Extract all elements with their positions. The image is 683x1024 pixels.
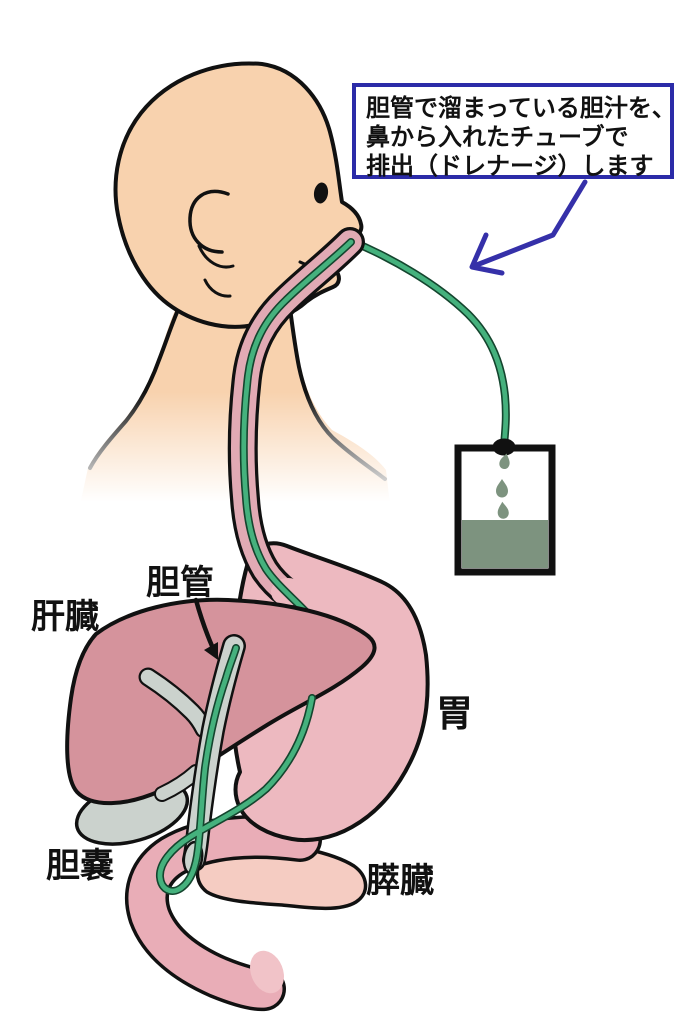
drainage-tube-lower bbox=[157, 645, 315, 894]
bile-duct-arrow-shaft bbox=[193, 597, 215, 649]
jaw-curl bbox=[203, 278, 232, 298]
torso-outline-left bbox=[88, 285, 193, 470]
eye bbox=[313, 182, 329, 204]
hepatic-duct-branch-fill bbox=[140, 669, 212, 737]
callout-line-3: 排出（ドレナージ）します bbox=[366, 153, 654, 180]
bile-droplet-1 bbox=[499, 453, 510, 470]
bile-duct-arrowhead-icon bbox=[204, 642, 218, 660]
drainage-tube-external-edge bbox=[347, 237, 510, 450]
cystic-duct-fill bbox=[156, 766, 202, 800]
label-bile-duct: 胆管 bbox=[146, 564, 214, 602]
bag-connector bbox=[492, 438, 516, 456]
bag-liquid bbox=[462, 520, 548, 568]
callout-line-2: 鼻から入れたチューブで bbox=[366, 124, 629, 151]
ear-icon bbox=[188, 189, 230, 254]
label-pancreas: 膵臓 bbox=[366, 862, 434, 900]
callout-tail bbox=[471, 179, 588, 269]
label-liver: 肝臓 bbox=[31, 598, 99, 636]
earlobe-curve bbox=[197, 244, 235, 269]
callout-box: 胆管で溜まっている胆汁を、 鼻から入れたチューブで 排出（ドレナージ）します bbox=[352, 83, 676, 180]
head bbox=[113, 61, 364, 329]
bile-droplet-2 bbox=[496, 479, 508, 498]
drainage-bag bbox=[454, 438, 556, 576]
drainage-tube-external bbox=[348, 238, 509, 449]
bile-droplet-3 bbox=[497, 501, 509, 519]
torso-outline-right bbox=[286, 291, 387, 481]
label-stomach: 胃 bbox=[436, 693, 473, 734]
duodenum-cut-end bbox=[250, 950, 284, 994]
duodenum-shape bbox=[128, 818, 319, 1008]
label-gallbladder: 胆嚢 bbox=[46, 847, 114, 885]
callout-arrowhead-icon bbox=[469, 232, 505, 276]
callout-line-1: 胆管で溜まっている胆汁を、 bbox=[366, 95, 676, 122]
